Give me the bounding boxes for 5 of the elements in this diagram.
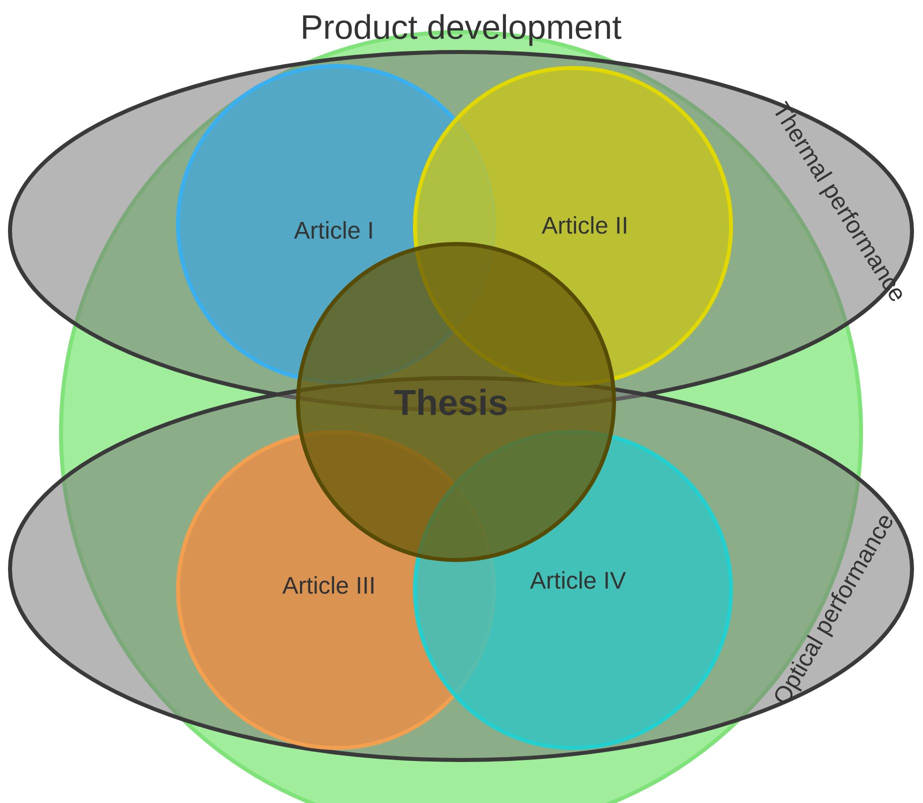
node-label: Thesis bbox=[394, 388, 507, 416]
node-label: Article IV bbox=[530, 571, 626, 589]
node-label: Article I bbox=[294, 221, 372, 239]
node-label: Article II bbox=[542, 216, 626, 234]
node-label: Article III bbox=[282, 576, 374, 594]
